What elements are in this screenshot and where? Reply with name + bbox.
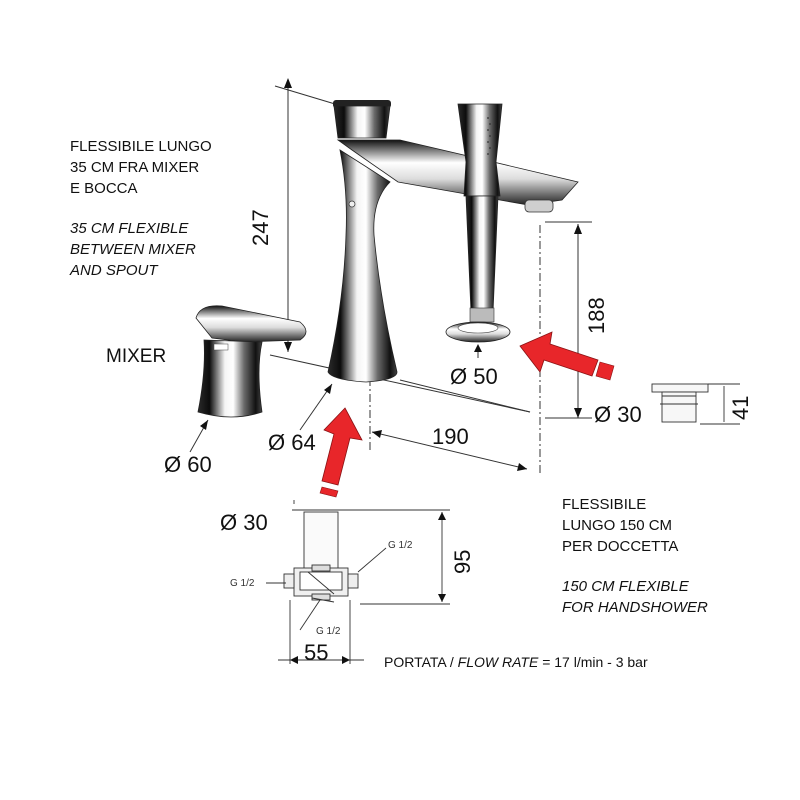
dim-spacing: 190 — [432, 424, 469, 449]
red-arrow-left — [519, 331, 615, 381]
note-handshower-it-3: PER DOCCETTA — [562, 538, 679, 555]
dim-dia-handshower: Ø 50 — [450, 364, 498, 389]
dim-dia-valve: Ø 30 — [220, 510, 268, 535]
note-handshower-en-2: FOR HANDSHOWER — [562, 599, 708, 616]
note-mixer-spout-en-1: 35 CM FLEXIBLE — [70, 220, 189, 237]
note-handshower-it-1: FLESSIBILE — [562, 496, 647, 513]
thread-label-left: G 1/2 — [230, 578, 255, 589]
dim-dia-connector: Ø 30 — [594, 402, 642, 427]
handshower-assembly — [445, 103, 511, 343]
note-mixer-spout-en-2: BETWEEN MIXER — [70, 241, 196, 258]
note-mixer-spout-en-3: AND SPOUT — [70, 262, 158, 279]
spout-assembly — [327, 100, 579, 383]
flow-rate: PORTATA / FLOW RATE = 17 l/min - 3 bar — [384, 654, 648, 671]
mixer-label: MIXER — [106, 346, 167, 367]
dim-dia-spout-base: Ø 64 — [268, 430, 316, 455]
note-mixer-spout-it-3: E BOCCA — [70, 180, 138, 197]
dim-height-valve: 95 — [450, 549, 475, 574]
flow-label-en: FLOW RATE — [457, 654, 539, 670]
connector-part — [651, 383, 740, 425]
flow-label-it: PORTATA / — [384, 654, 454, 670]
dim-height-handshower: 188 — [584, 297, 609, 334]
flow-value: = 17 l/min - 3 bar — [542, 654, 648, 670]
dim-height-connector: 41 — [728, 395, 753, 420]
note-handshower-it-2: LUNGO 150 CM — [562, 517, 673, 534]
thread-label-bottom: G 1/2 — [316, 626, 341, 637]
mixer-assembly — [195, 305, 307, 418]
note-mixer-spout-it-2: 35 CM FRA MIXER — [70, 159, 200, 176]
red-arrow-up — [319, 407, 363, 498]
dim-height-spout: 247 — [248, 209, 273, 246]
dim-width-valve: 55 — [304, 640, 329, 665]
note-handshower-en-1: 150 CM FLEXIBLE — [562, 578, 689, 595]
note-mixer-spout-it-1: FLESSIBILE LUNGO — [70, 138, 212, 155]
valve-part — [266, 500, 450, 664]
dim-dia-mixer: Ø 60 — [164, 452, 212, 477]
thread-label-right: G 1/2 — [388, 540, 413, 551]
